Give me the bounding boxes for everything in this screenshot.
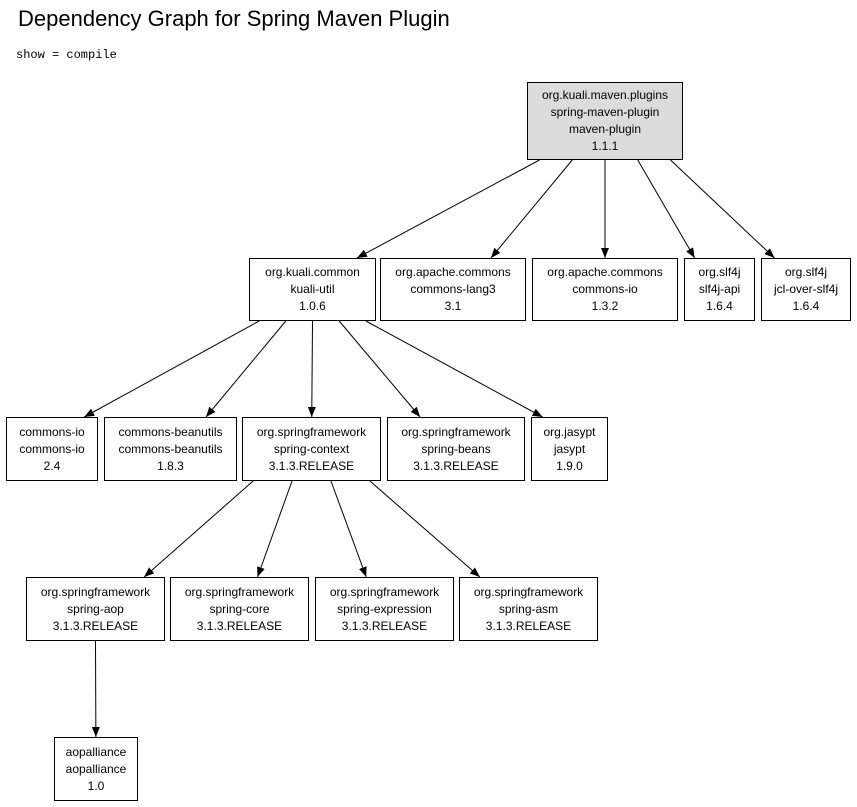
dependency-edge-kualiutil-jasypt	[365, 320, 543, 418]
node-artifact: commons-beanutils	[118, 441, 223, 456]
node-version: 1.1.1	[591, 139, 619, 153]
node-group: org.slf4j	[784, 265, 828, 279]
dependency-edge-root-jcl	[670, 159, 775, 259]
node-spring-asm: org.springframework spring-asm 3.1.3.REL…	[459, 577, 598, 641]
node-aopalliance: aopalliance aopalliance 1.0	[54, 737, 138, 801]
node-version: 1.0.6	[299, 299, 326, 313]
node-group: org.springframework	[473, 584, 584, 599]
node-spring-context: org.springframework spring-context 3.1.3…	[242, 417, 381, 481]
dependency-edge-context-expression	[330, 480, 367, 578]
node-version: 3.1	[444, 299, 462, 313]
node-group: org.springframework	[184, 584, 295, 599]
node-commons-beanutils: commons-beanutils commons-beanutils 1.8.…	[104, 417, 237, 481]
dependency-edge-kualiutil-context	[307, 320, 316, 418]
node-version: 1.3.2	[591, 299, 619, 313]
node-group: aopalliance	[65, 744, 127, 759]
node-kuali-util: org.kuali.common kuali-util 1.0.6	[249, 258, 376, 321]
page-title: Dependency Graph for Spring Maven Plugin	[18, 6, 450, 31]
node-spring-beans: org.springframework spring-beans 3.1.3.R…	[387, 417, 525, 481]
node-version: 3.1.3.RELEASE	[413, 458, 499, 473]
node-artifact: commons-io	[572, 282, 638, 296]
node-artifact: spring-beans	[421, 441, 491, 456]
node-packaging: maven-plugin	[568, 122, 642, 136]
page-subtitle: show = compile	[16, 48, 117, 62]
node-jcl-over-slf4j: org.slf4j jcl-over-slf4j 1.6.4	[761, 258, 851, 321]
node-version: 3.1.3.RELEASE	[485, 618, 572, 633]
node-commons-lang3: org.apache.commons commons-lang3 3.1	[380, 258, 526, 321]
node-group: org.kuali.maven.plugins	[541, 88, 669, 102]
node-group: org.springframework	[329, 584, 440, 599]
node-group: commons-io	[19, 424, 85, 439]
node-slf4j-api: org.slf4j slf4j-api 1.6.4	[684, 258, 755, 321]
node-apache-commons-io: org.apache.commons commons-io 1.3.2	[532, 258, 678, 321]
dependency-edge-root-kualiutil	[356, 159, 540, 259]
node-artifact: spring-core	[209, 601, 270, 616]
node-version: 1.8.3	[157, 458, 184, 473]
node-spring-maven-plugin: org.kuali.maven.plugins spring-maven-plu…	[527, 82, 683, 160]
node-artifact: kuali-util	[290, 282, 335, 296]
node-artifact: spring-maven-plugin	[550, 105, 660, 119]
dependency-edge-root-slf4japi	[637, 159, 696, 259]
node-artifact: aopalliance	[65, 761, 127, 776]
node-group: commons-beanutils	[118, 424, 223, 439]
dependency-edge-kualiutil-beans	[338, 320, 421, 418]
node-artifact: commons-io	[19, 441, 85, 456]
dependency-edge-context-core	[257, 480, 293, 578]
node-artifact: slf4j-api	[698, 282, 741, 296]
node-version: 3.1.3.RELEASE	[196, 618, 283, 633]
node-version: 3.1.3.RELEASE	[268, 458, 355, 473]
node-version: 1.9.0	[556, 458, 583, 473]
node-artifact: commons-lang3	[410, 282, 496, 296]
node-artifact: jasypt	[553, 441, 586, 456]
dependency-edge-context-aop	[143, 480, 254, 578]
node-group: org.springframework	[40, 584, 151, 599]
node-group: org.kuali.common	[265, 265, 360, 279]
node-artifact: spring-expression	[337, 601, 432, 616]
node-artifact: spring-asm	[498, 601, 559, 616]
node-artifact: jcl-over-slf4j	[773, 282, 838, 296]
node-version: 1.6.4	[792, 299, 820, 313]
node-version: 1.6.4	[706, 299, 733, 313]
dependency-edge-kualiutil-commonsio24	[83, 320, 260, 418]
node-group: org.slf4j	[698, 265, 741, 279]
node-jasypt: org.jasypt jasypt 1.9.0	[531, 417, 608, 481]
node-group: org.springframework	[256, 424, 367, 439]
dependency-edge-context-asm	[369, 480, 481, 578]
node-version: 3.1.3.RELEASE	[341, 618, 428, 633]
node-version: 2.4	[43, 458, 61, 473]
node-version: 1.0	[87, 778, 105, 793]
dependency-edge-root-lang3	[490, 159, 573, 259]
node-version: 3.1.3.RELEASE	[52, 618, 139, 633]
node-spring-expression: org.springframework spring-expression 3.…	[315, 577, 454, 641]
node-artifact: spring-context	[273, 441, 350, 456]
node-spring-aop: org.springframework spring-aop 3.1.3.REL…	[26, 577, 165, 641]
node-group: org.springframework	[401, 424, 511, 439]
node-group: org.apache.commons	[395, 265, 511, 279]
node-commons-io: commons-io commons-io 2.4	[6, 417, 98, 481]
node-spring-core: org.springframework spring-core 3.1.3.RE…	[170, 577, 309, 641]
node-group: org.apache.commons	[547, 265, 663, 279]
node-group: org.jasypt	[543, 424, 596, 439]
dependency-edge-kualiutil-beanutils	[205, 320, 287, 418]
node-artifact: spring-aop	[67, 601, 124, 616]
